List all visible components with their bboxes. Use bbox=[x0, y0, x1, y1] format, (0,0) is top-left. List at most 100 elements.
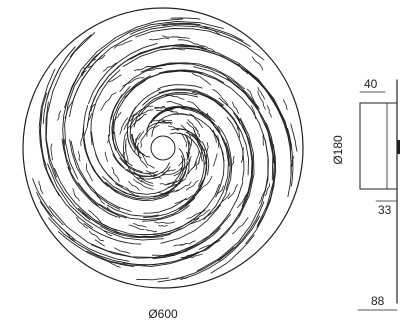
texture-dash bbox=[76, 216, 89, 229]
swirl-stroke bbox=[98, 197, 196, 221]
diameter-label: Ø600 bbox=[148, 307, 178, 321]
swirl-stroke bbox=[91, 213, 231, 259]
swirl-stroke bbox=[64, 18, 184, 108]
texture-dash bbox=[291, 156, 295, 168]
texture-dash bbox=[264, 183, 270, 197]
swirl-stroke bbox=[70, 141, 132, 212]
swirl-stroke bbox=[159, 181, 244, 257]
texture-dash bbox=[187, 119, 199, 132]
texture-dash bbox=[173, 243, 186, 247]
texture-dash bbox=[196, 175, 213, 194]
swirl-stroke bbox=[230, 60, 283, 120]
texture-dash bbox=[179, 132, 188, 148]
swirl-stroke bbox=[141, 205, 190, 222]
texture-dash bbox=[127, 119, 135, 131]
texture-dash bbox=[231, 101, 239, 114]
texture-dash bbox=[145, 170, 157, 176]
texture-dash bbox=[161, 166, 183, 176]
swirl-stroke bbox=[115, 187, 148, 198]
side-view: 40 Ø180 33 88 bbox=[331, 77, 400, 311]
swirl-stroke bbox=[48, 205, 195, 258]
swirl-stroke bbox=[95, 154, 124, 188]
texture-dash bbox=[72, 188, 80, 202]
swirl-stroke bbox=[38, 68, 60, 197]
texture-dash bbox=[115, 111, 122, 120]
texture-dash bbox=[50, 143, 53, 161]
texture-dash bbox=[125, 143, 129, 163]
swirl-stroke bbox=[83, 104, 90, 160]
swirl-stroke bbox=[210, 128, 225, 198]
texture-dash bbox=[123, 151, 127, 166]
texture-dash bbox=[202, 148, 206, 158]
swirl-stroke bbox=[203, 94, 249, 176]
texture-dash bbox=[62, 138, 66, 151]
texture-dash bbox=[198, 239, 221, 250]
texture-dash bbox=[78, 151, 81, 162]
texture-dash bbox=[140, 179, 154, 187]
swirl-stroke bbox=[146, 107, 189, 137]
texture-dash bbox=[206, 112, 215, 125]
swirl-stroke bbox=[83, 223, 142, 245]
swirl-stroke bbox=[69, 34, 92, 58]
texture-dash bbox=[206, 205, 222, 218]
texture-dash bbox=[173, 160, 191, 177]
texture-dash bbox=[114, 40, 133, 49]
swirl-stroke bbox=[46, 46, 76, 100]
texture-dash bbox=[85, 163, 93, 182]
texture-dash bbox=[246, 88, 259, 108]
swirl-stroke bbox=[112, 153, 134, 175]
texture-dash bbox=[250, 105, 257, 120]
swirl-stroke bbox=[157, 247, 235, 283]
texture-dash bbox=[164, 176, 184, 186]
texture-dash bbox=[64, 96, 75, 119]
texture-dash bbox=[124, 138, 127, 153]
texture-dash bbox=[158, 224, 168, 227]
texture-dash bbox=[187, 160, 197, 175]
texture-dash bbox=[129, 117, 143, 131]
swirl-stroke bbox=[150, 108, 174, 124]
swirl-stroke bbox=[77, 207, 183, 238]
swirl-stroke bbox=[119, 62, 189, 92]
swirl-stroke bbox=[138, 93, 199, 117]
swirl-stroke bbox=[160, 165, 233, 244]
texture-dash bbox=[172, 276, 189, 281]
texture-dash bbox=[191, 73, 211, 86]
texture-dash bbox=[238, 64, 249, 75]
texture-dash bbox=[266, 105, 272, 118]
swirl-stroke bbox=[242, 89, 275, 227]
height-label: Ø180 bbox=[331, 135, 345, 165]
texture-dash bbox=[185, 135, 190, 157]
texture-dash bbox=[132, 178, 154, 190]
texture-dash bbox=[167, 125, 180, 131]
swirl-stroke bbox=[180, 215, 261, 281]
texture-dash bbox=[153, 221, 175, 224]
swirl-stroke bbox=[105, 181, 176, 200]
texture-dash bbox=[124, 186, 140, 197]
swirl-stroke bbox=[136, 277, 169, 281]
texture-dash bbox=[101, 258, 121, 268]
swirl-stroke bbox=[143, 197, 187, 214]
swirl-stroke bbox=[151, 113, 191, 138]
texture-dash bbox=[128, 224, 145, 231]
texture-dash bbox=[145, 65, 166, 68]
swirl-stroke bbox=[90, 44, 205, 108]
swirl-stroke bbox=[81, 21, 224, 74]
texture-dash bbox=[177, 39, 199, 45]
swirl-stroke bbox=[82, 138, 109, 187]
texture-dash bbox=[133, 109, 154, 121]
swirl-stroke bbox=[110, 86, 131, 120]
texture-dash bbox=[154, 107, 166, 109]
swirl-stroke bbox=[129, 113, 136, 150]
texture-dash bbox=[111, 166, 120, 182]
swirl-stroke bbox=[245, 144, 277, 245]
texture-dash bbox=[122, 130, 128, 154]
texture-dash bbox=[159, 182, 175, 186]
swirl-stroke bbox=[32, 178, 64, 226]
swirl-stroke bbox=[40, 92, 47, 166]
texture-dash bbox=[161, 35, 182, 38]
swirl-stroke bbox=[143, 180, 204, 218]
texture-dash bbox=[217, 135, 220, 149]
swirl-stroke bbox=[113, 80, 146, 135]
texture-dash bbox=[102, 62, 117, 72]
